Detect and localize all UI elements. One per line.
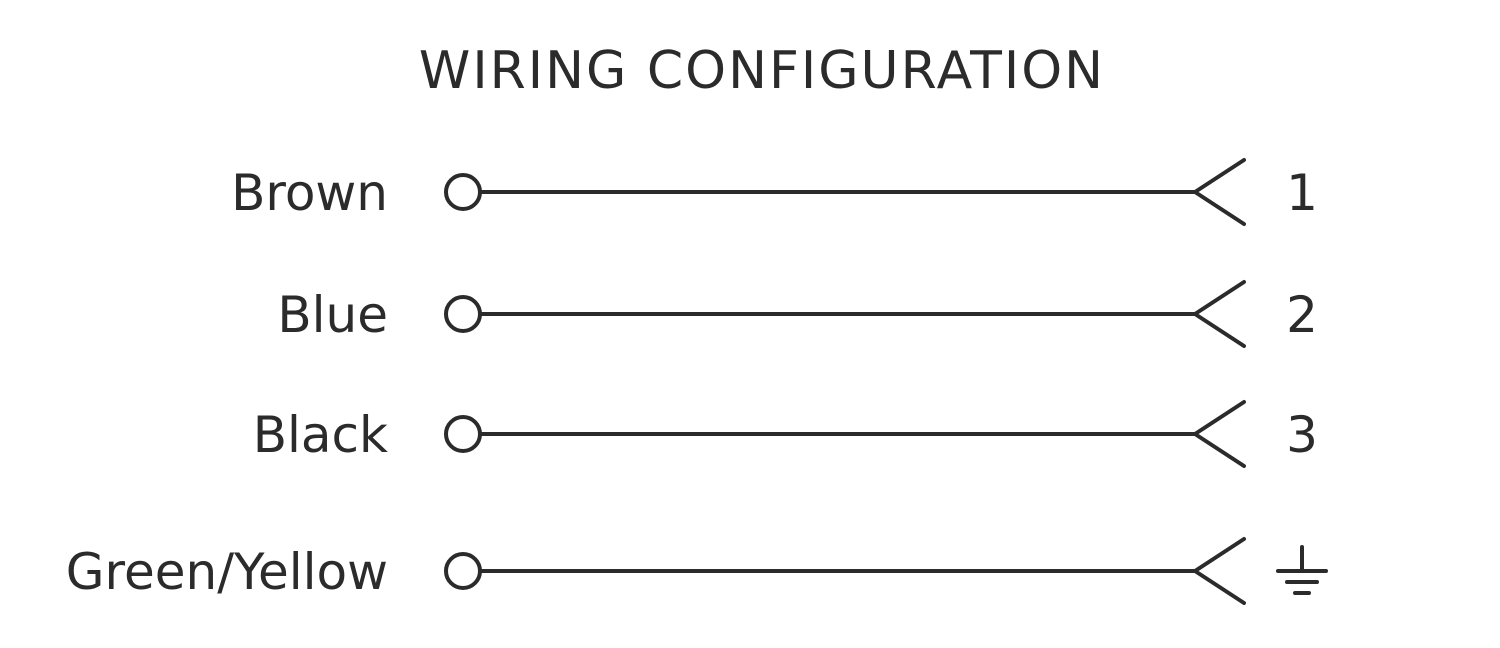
pin-number-label: 2	[1286, 286, 1318, 344]
wire-color-label: Brown	[231, 164, 388, 222]
wire-color-label: Green/Yellow	[66, 543, 388, 601]
connector-fork	[1193, 280, 1246, 348]
wire-color-label: Blue	[277, 286, 388, 344]
pin-number-label: 3	[1286, 406, 1318, 464]
connector-fork	[1193, 537, 1246, 605]
pin-number-label: 1	[1286, 164, 1318, 222]
connector-fork	[1193, 158, 1246, 226]
terminal-circle	[444, 295, 482, 333]
wire-row: Blue 2	[277, 280, 1318, 348]
wire-row: Brown 1	[231, 158, 1318, 226]
ground-icon	[1276, 545, 1328, 595]
connector-fork	[1193, 400, 1246, 468]
terminal-circle	[444, 173, 482, 211]
wire-row: Green/Yellow	[66, 537, 1328, 605]
wire-color-label: Black	[253, 406, 388, 464]
terminal-circle	[444, 552, 482, 590]
diagram-title: WIRING CONFIGURATION	[419, 41, 1105, 101]
terminal-circle	[444, 415, 482, 453]
wire-row: Black 3	[253, 400, 1318, 468]
